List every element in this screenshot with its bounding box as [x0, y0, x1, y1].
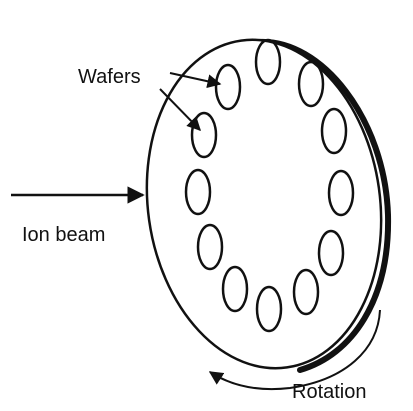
wafers-label: Wafers — [78, 66, 141, 88]
wafer — [297, 60, 325, 108]
wafer — [317, 229, 345, 277]
wafer — [190, 111, 218, 159]
wafer — [196, 223, 224, 271]
wafer — [254, 38, 282, 86]
disk-edge — [255, 38, 392, 373]
wafer — [221, 265, 249, 313]
wafer — [320, 107, 348, 155]
wafers-arrow-upper — [169, 72, 222, 89]
rotation-arrow — [208, 309, 381, 391]
rotation-label: Rotation — [292, 381, 367, 403]
wafers-arrow-lower — [159, 88, 201, 132]
wafer-ring — [184, 38, 355, 333]
wafer — [327, 169, 355, 217]
wafer — [292, 268, 320, 316]
wafer — [184, 168, 212, 216]
ion-beam-label: Ion beam — [22, 224, 105, 246]
wafer — [255, 285, 283, 333]
